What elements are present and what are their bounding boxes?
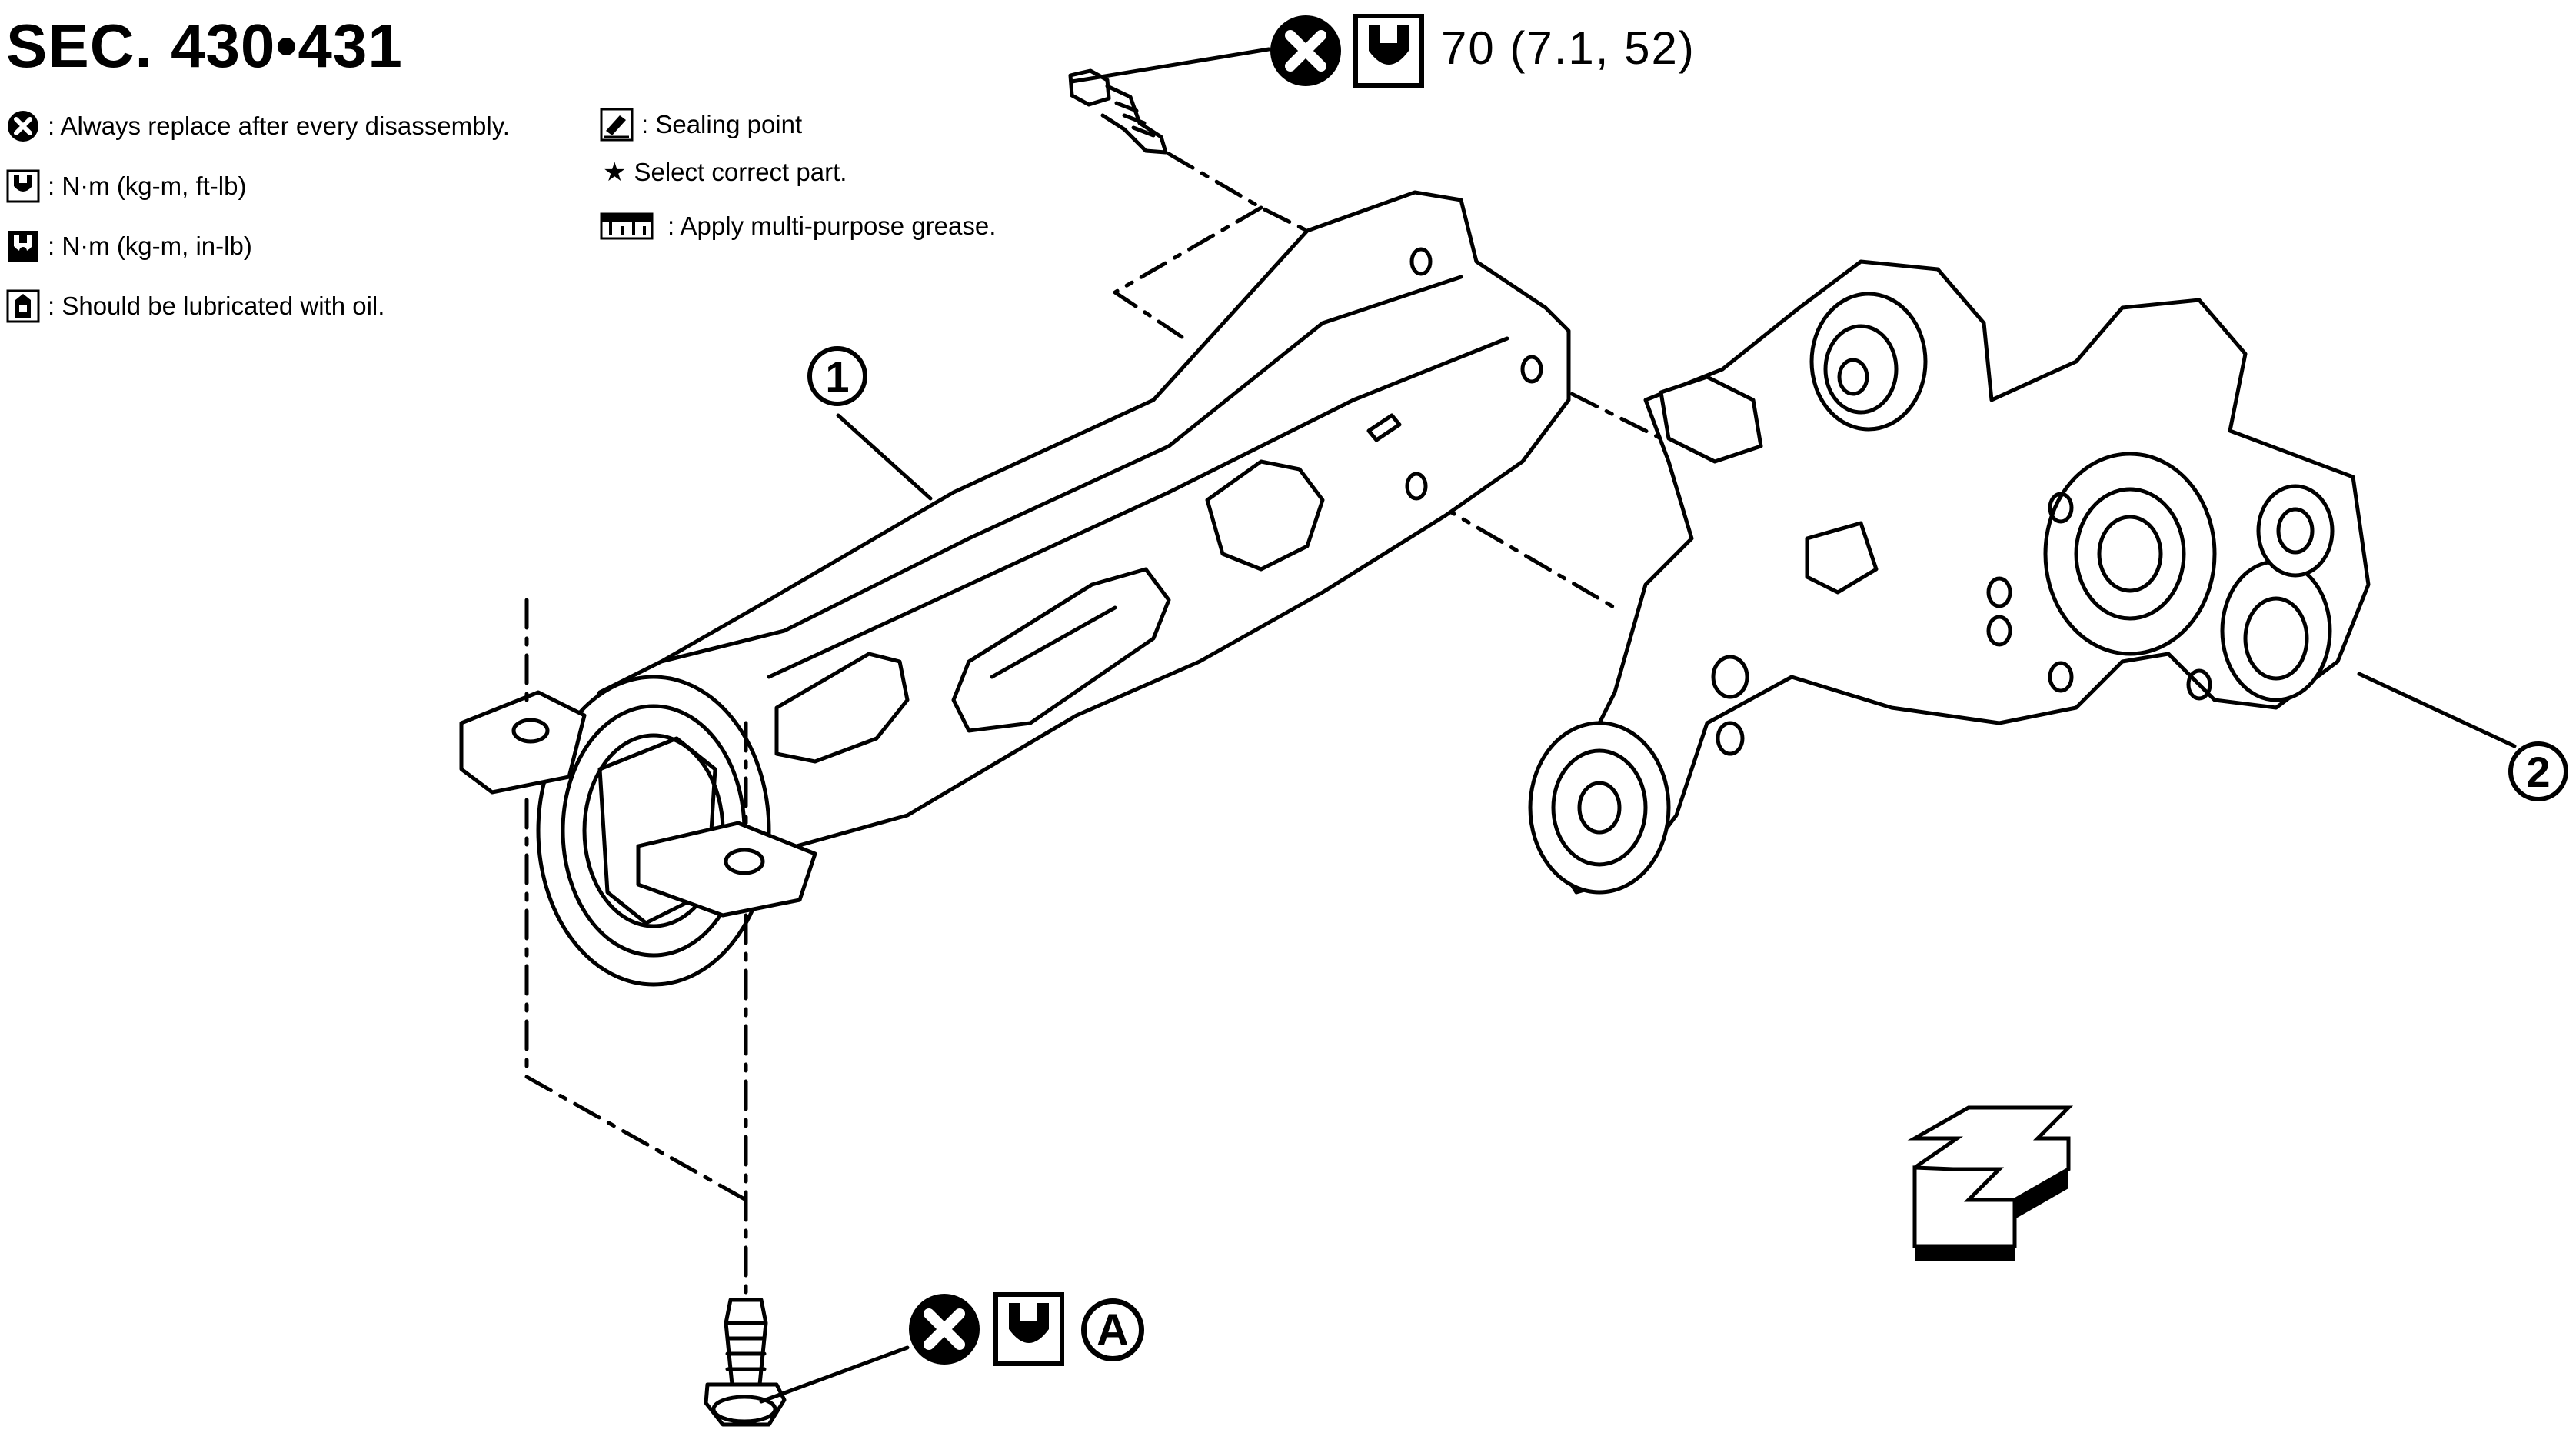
legend-grease: : Apply multi-purpose grease. <box>600 211 996 242</box>
legend-oil-text: : Should be lubricated with oil. <box>48 292 385 320</box>
oil-can-icon <box>6 289 40 323</box>
section-title: SEC. 430•431 <box>6 12 403 80</box>
top-torque-value: 70 (7.1, 52) <box>1441 22 1696 74</box>
legend-replace-text: : Always replace after every disassembly… <box>48 112 510 140</box>
legend-select: ★ Select correct part. <box>603 157 847 188</box>
torque-wrench-in-icon <box>6 229 40 263</box>
legend-replace: : Always replace after every disassembly… <box>6 109 510 143</box>
legend-sealing: : Sealing point <box>600 108 802 142</box>
torque-wrench-icon <box>1353 14 1424 88</box>
replace-icon <box>1269 14 1343 88</box>
legend-oil: : Should be lubricated with oil. <box>6 289 384 323</box>
torque-ref-badge: A <box>1081 1298 1144 1361</box>
sealing-icon <box>600 108 634 142</box>
lower-link-arm <box>551 190 1571 864</box>
legend-sealing-text: : Sealing point <box>641 110 803 138</box>
legend-grease-text: : Apply multi-purpose grease. <box>667 212 997 240</box>
star-icon: ★ <box>603 158 627 187</box>
front-arrow-icon <box>1907 1105 2074 1261</box>
replace-icon <box>907 1292 981 1366</box>
legend-torque-in: : N·m (kg-m, in-lb) <box>6 229 252 263</box>
legend-torque-ft: : N·m (kg-m, ft-lb) <box>6 169 246 203</box>
part-label-2: 2 <box>2508 741 2568 801</box>
lower-bolt <box>704 1298 787 1427</box>
part-label-1: 1 <box>807 346 867 406</box>
replace-icon <box>6 109 40 143</box>
upper-bolt <box>1068 68 1168 155</box>
legend-torque-ft-text: : N·m (kg-m, ft-lb) <box>48 172 247 200</box>
grease-icon <box>600 211 654 242</box>
legend-select-text: Select correct part. <box>634 158 847 186</box>
knuckle <box>1528 259 2371 895</box>
torque-wrench-icon <box>993 1292 1064 1366</box>
legend-torque-in-text: : N·m (kg-m, in-lb) <box>48 232 252 260</box>
torque-wrench-icon <box>6 169 40 203</box>
bushing-end <box>459 675 817 987</box>
